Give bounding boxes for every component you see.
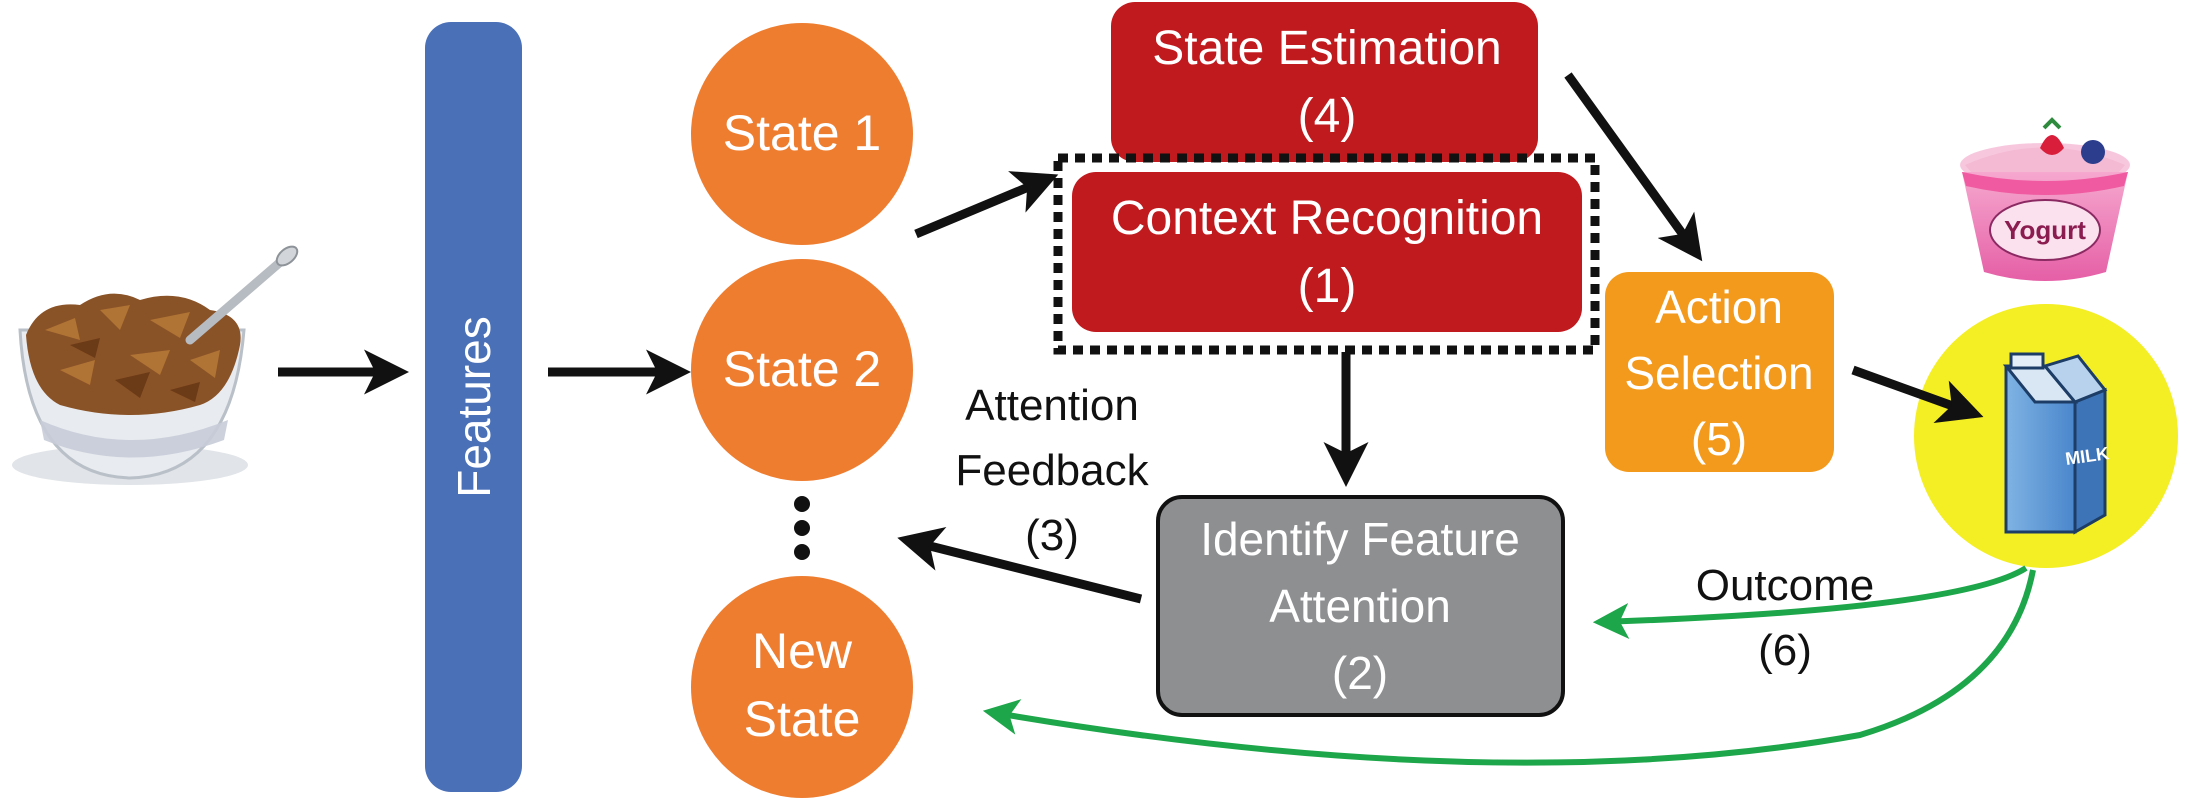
outcome-line2: (6) — [1758, 626, 1812, 675]
identify-feature-line2: Attention — [1269, 580, 1451, 632]
attention-feedback-line3: (3) — [1025, 511, 1079, 560]
outcome-label: Outcome (6) — [1696, 561, 1875, 675]
yogurt-cup-image: Yogurt — [1960, 117, 2130, 281]
action-selection-line2: Selection — [1624, 347, 1813, 399]
outcome-line1: Outcome — [1696, 561, 1875, 610]
state-1-node: State 1 — [691, 23, 913, 245]
new-state-label-line2: State — [744, 691, 861, 747]
state-2-label: State 2 — [723, 341, 881, 397]
new-state-label-line1: New — [752, 623, 853, 679]
features-label: Features — [448, 316, 500, 498]
arrow-identify-to-states — [897, 526, 1143, 604]
context-recognition-line2: (1) — [1298, 260, 1357, 313]
attention-feedback-label: Attention Feedback (3) — [955, 381, 1149, 560]
attention-feedback-line2: Feedback — [955, 446, 1149, 495]
flow-arrows — [278, 72, 1984, 604]
features-bar: Features — [425, 22, 522, 792]
cereal-bowl-image — [12, 245, 299, 485]
state-estimation-line1: State Estimation — [1152, 22, 1502, 75]
identify-feature-attention-box: Identify Feature Attention (2) — [1156, 495, 1565, 717]
state-1-label: State 1 — [723, 105, 881, 161]
state-estimation-line2: (4) — [1298, 90, 1357, 143]
arrow-outcome-to-identify — [1592, 565, 2028, 640]
state-2-node: State 2 — [691, 259, 913, 481]
action-selection-line3: (5) — [1691, 413, 1747, 465]
new-state-node: New State — [691, 576, 913, 798]
action-selection-box: Action Selection (5) — [1605, 272, 1834, 472]
outcome-arrows — [982, 565, 2036, 766]
attention-feedback-line1: Attention — [965, 381, 1139, 430]
action-selection-line1: Action — [1655, 281, 1783, 333]
arrow-action-to-milk — [1851, 365, 1984, 423]
arrow-state-estimation-to-action — [1564, 72, 1703, 262]
identify-feature-line1: Identify Feature — [1200, 513, 1520, 565]
ellipsis-dots — [794, 496, 810, 560]
state-estimation-box: State Estimation (4) — [1111, 2, 1538, 162]
identify-feature-line3: (2) — [1332, 647, 1388, 699]
yogurt-text: Yogurt — [2004, 215, 2086, 245]
arrow-states-to-context — [914, 171, 1059, 239]
arrow-outcome-to-new-state — [982, 569, 2036, 766]
context-recognition-box: Context Recognition (1) — [1053, 153, 1600, 355]
milk-carton-image: MILK — [1914, 304, 2178, 568]
context-recognition-line1: Context Recognition — [1111, 192, 1543, 245]
